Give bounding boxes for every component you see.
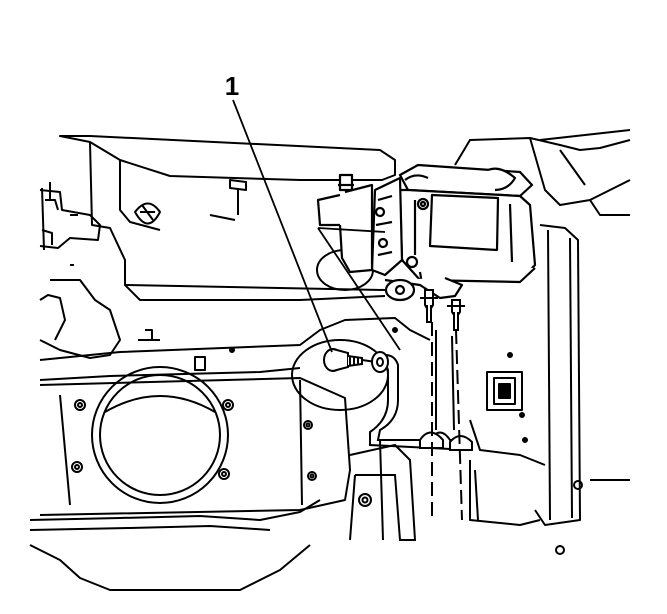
bolt xyxy=(323,348,389,373)
body-structure xyxy=(29,129,631,591)
abs-module xyxy=(316,163,537,302)
callout-label-1: 1 xyxy=(225,71,239,101)
isolator-bolts xyxy=(420,289,465,331)
lower-bracket xyxy=(349,322,473,541)
leader-lines xyxy=(232,99,401,353)
